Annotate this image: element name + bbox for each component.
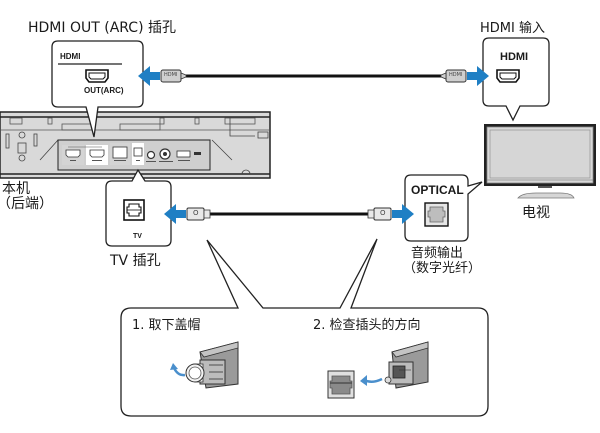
hdmi-cable xyxy=(160,69,467,83)
tv-label: 电视 xyxy=(522,205,550,221)
step2-label: 2. 检查插头的方向 xyxy=(313,318,421,333)
arrow-insert-plug-icon xyxy=(360,375,367,386)
hdmi-input-label: HDMI 输入 xyxy=(480,21,545,36)
arrow-to-tv-hdmi-icon xyxy=(467,66,489,86)
tv-optical-title: OPTICAL xyxy=(411,183,464,197)
optical-plug-right-label: O xyxy=(380,209,386,217)
step1-remove-cap-illustration xyxy=(170,341,239,389)
hdmi-out-arc-jack-label: HDMI OUT (ARC) 插孔 xyxy=(28,20,176,36)
optical-port-icon xyxy=(424,202,449,227)
optical-port-icon xyxy=(123,199,145,221)
soundbar-connector-strip xyxy=(62,143,201,165)
arrow-remove-cap-icon xyxy=(170,363,178,370)
arrow-to-soundbar-hdmi-icon xyxy=(138,66,160,86)
hdmi-plug-left-label: HDMI xyxy=(164,72,178,78)
optical-cable xyxy=(186,207,392,221)
step1-label: 1. 取下盖帽 xyxy=(132,318,201,333)
audio-out-label-line2: （数字光纤） xyxy=(403,261,482,276)
tv-illustration xyxy=(484,124,596,199)
callout-soundbar-optical xyxy=(105,168,172,247)
soundbar-rear-panel xyxy=(0,111,271,179)
callout-tv-hdmi xyxy=(482,37,550,122)
tv-jack-label: TV 插孔 xyxy=(110,253,161,269)
optical-plug-left-label: O xyxy=(193,209,199,217)
unit-rear-label-line1: 本机 xyxy=(2,181,30,197)
callout-tv-optical xyxy=(404,174,483,242)
callout-soundbar-hdmi xyxy=(51,40,144,138)
soundbar-hdmi-port-label: OUT(ARC) xyxy=(84,86,124,95)
soundbar-hdmi-title: HDMI xyxy=(60,52,81,61)
unit-rear-label-line2: （后端） xyxy=(0,196,53,212)
soundbar-optical-port-label: TV xyxy=(133,233,142,240)
audio-out-label-line1: 音频输出 xyxy=(411,246,464,261)
arrow-to-tv-optical-icon xyxy=(392,204,414,224)
arrow-to-soundbar-optical-icon xyxy=(164,204,186,224)
step2-check-orientation-illustration xyxy=(327,341,429,399)
tv-hdmi-title: HDMI xyxy=(500,51,529,63)
hdmi-plug-right-label: HDMI xyxy=(449,72,463,78)
